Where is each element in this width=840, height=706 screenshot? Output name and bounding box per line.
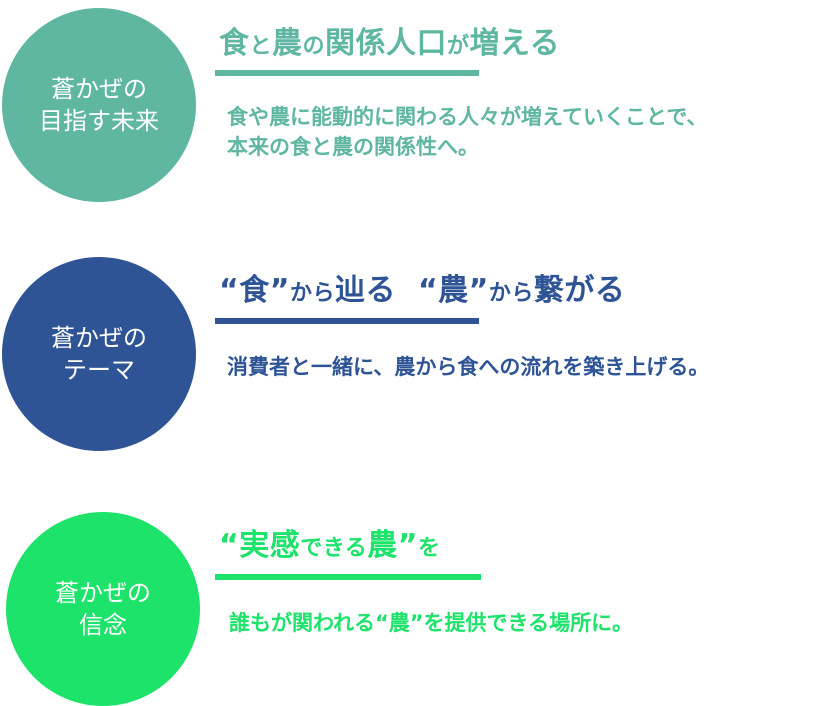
belief-heading-part1: “実感 [219, 528, 301, 563]
vision-circle: 蒼かぜの 目指す未来 [2, 8, 196, 202]
theme-heading-part3: 辿る [334, 273, 396, 308]
theme-circle-line2: テーマ [63, 356, 135, 384]
vision-circle-line1: 蒼かぜの [51, 74, 147, 103]
theme-circle-line1: 蒼かぜの [51, 323, 147, 352]
vision-heading-part5: 関係人口 [325, 26, 448, 61]
vision-heading-part1: 食 [219, 26, 250, 61]
belief-heading: “実感できる農”を [219, 520, 441, 564]
theme-description: 消費者と一緒に、農から食への流れを築き上げる。 [227, 352, 709, 382]
vision-heading-part3: 農 [272, 26, 303, 61]
vision-desc-line1: 食や農に能動的に関わる人々が増えていくことで、 [227, 105, 708, 129]
theme-heading: “食”から辿る“農”から繋がる [219, 265, 625, 309]
belief-circle-line2: 信念 [79, 611, 127, 639]
vision-heading: 食と農の関係人口が増える [219, 18, 560, 62]
vision-circle-line2: 目指す未来 [39, 107, 159, 135]
belief-circle: 蒼かぜの 信念 [6, 512, 200, 706]
theme-heading-part1: “食” [219, 273, 290, 308]
vision-description: 食や農に能動的に関わる人々が増えていくことで、 本来の食と農の関係性へ。 [227, 102, 707, 162]
belief-desc-line1: 誰もが関われる“農”を提供できる場所に。 [229, 611, 634, 635]
vision-divider [215, 70, 479, 76]
belief-heading-part4: を [418, 536, 441, 561]
belief-divider [215, 574, 481, 580]
vision-heading-part4: の [302, 34, 326, 59]
vision-heading-part2: と [249, 34, 273, 59]
belief-description: 誰もが関われる“農”を提供できる場所に。 [229, 608, 633, 638]
theme-divider [215, 318, 479, 324]
theme-heading-part4: “農” [417, 273, 489, 308]
theme-desc-line1: 消費者と一緒に、農から食への流れを築き上げる。 [227, 355, 710, 379]
belief-heading-part2: できる [300, 536, 368, 561]
theme-heading-part2: から [289, 281, 335, 306]
vision-heading-part6: が [447, 34, 470, 59]
vision-heading-part7: 増える [469, 26, 561, 61]
vision-desc-line2: 本来の食と農の関係性へ。 [227, 135, 479, 159]
belief-heading-part3: 農” [367, 528, 418, 563]
theme-circle: 蒼かぜの テーマ [2, 257, 196, 451]
theme-heading-part5: から [488, 281, 534, 306]
theme-heading-part6: 繋がる [533, 273, 626, 308]
belief-circle-line1: 蒼かぜの [55, 578, 151, 607]
